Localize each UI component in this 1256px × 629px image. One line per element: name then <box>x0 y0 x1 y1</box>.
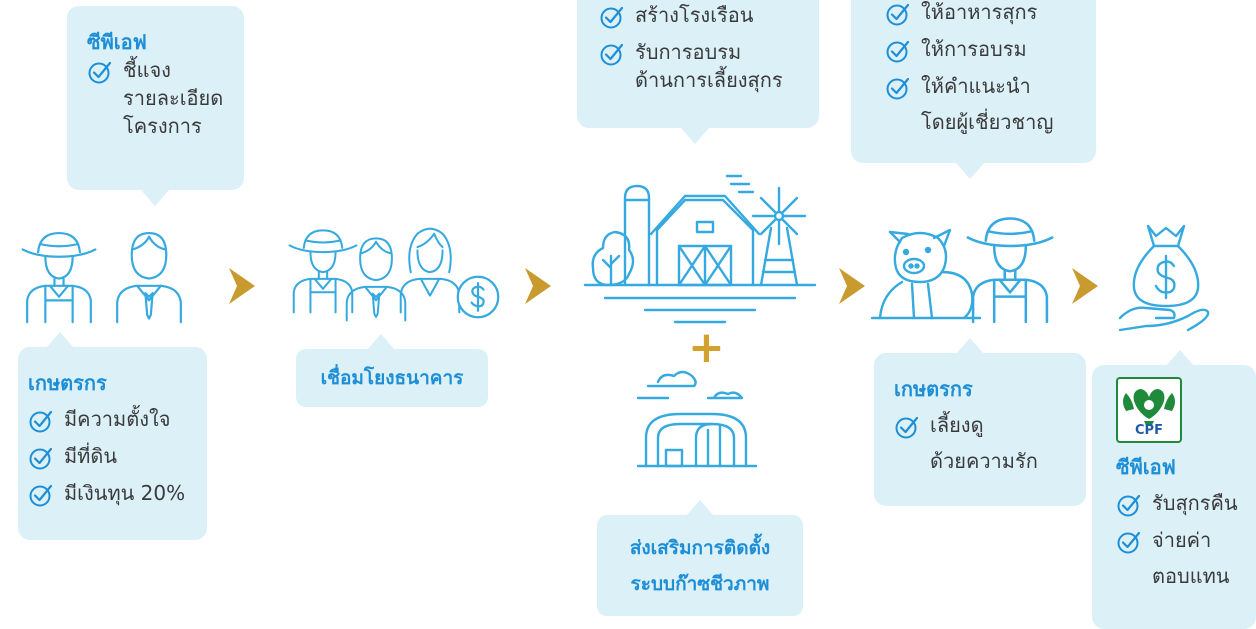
farm-barn-icon <box>583 174 817 324</box>
biogas-line2: ระบบก๊าซชีวภาพ <box>630 572 770 595</box>
money-bag-icon <box>1118 224 1210 332</box>
item-text: มีความตั้งใจ <box>64 407 171 431</box>
farm-tasks-box: สร้างโรงเรือน รับการอบรม ด้านการเลี้ยงสุ… <box>577 0 819 128</box>
cpf-logo-text: CPF <box>1135 423 1163 438</box>
callout-tail <box>1166 350 1194 366</box>
item-text: ตอบแทน <box>1152 564 1230 588</box>
cpf-logo-emblem <box>1123 389 1175 425</box>
callout-tail <box>956 163 984 179</box>
check-circle-icon <box>28 445 54 471</box>
item-text: โครงการ <box>123 114 202 138</box>
plus-symbol: + <box>688 322 725 373</box>
check-item: ให้อาหารสุกร <box>885 0 1096 27</box>
check-circle-icon <box>28 482 54 508</box>
check-circle-icon <box>885 38 911 64</box>
biogas-label: ส่งเสริมการติดตั้ง ระบบก๊าซชีวภาพ <box>597 515 803 616</box>
check-item: รับการอบรม ด้านการเลี้ยงสุกร <box>599 38 819 94</box>
farmer-icon <box>962 208 1058 324</box>
arrow-right-icon <box>229 268 255 304</box>
check-item: เลี้ยงดู ด้วยความรัก <box>894 411 1086 475</box>
farmer-icon <box>18 224 100 324</box>
item-text: มีเงินทุน 20% <box>64 481 186 505</box>
check-item: ชี้แจง รายละเอียด โครงการ <box>87 56 244 140</box>
arrow-right-icon <box>525 268 551 304</box>
item-text: จ่ายค่า <box>1152 528 1212 552</box>
cpf-support-box: ให้อาหารสุกร ให้การอบรม ให้คำแนะนำ โดยผู… <box>851 0 1096 163</box>
cpf-return-box: CPF ซีพีเอฟ รับสุกรคืน จ่ายค่า ตอบแทน <box>1092 365 1256 629</box>
check-circle-icon <box>599 4 625 30</box>
arrow-right-icon <box>1072 268 1098 304</box>
cpf-logo: CPF <box>1116 377 1182 443</box>
callout-tail <box>141 190 169 206</box>
check-item: มีความตั้งใจ <box>28 405 207 434</box>
check-item: มีที่ดิน <box>28 442 207 471</box>
hand-icon <box>1118 306 1210 332</box>
item-text: ด้วยความรัก <box>930 449 1038 473</box>
check-circle-icon <box>87 59 113 85</box>
bank-link-label: เชื่อมโยงธนาคาร <box>296 349 488 407</box>
dollar-coin-icon <box>455 274 501 320</box>
item-text: ให้การอบรม <box>921 37 1027 61</box>
check-item: ให้คำแนะนำ โดยผู้เชี่ยวชาญ <box>885 72 1096 136</box>
item-text: สร้างโรงเรือน <box>635 3 754 27</box>
item-text: รับการอบรม <box>635 40 742 64</box>
farmer-heading: เกษตรกร <box>894 377 973 401</box>
check-circle-icon <box>885 75 911 101</box>
callout-tail <box>46 332 74 348</box>
item-text: รับสุกรคืน <box>1152 491 1238 515</box>
check-circle-icon <box>885 1 911 27</box>
greenhouse-icon <box>636 370 758 468</box>
farmer-heading: เกษตรกร <box>28 371 107 395</box>
farmer-raise-box: เกษตรกร เลี้ยงดู ด้วยความรัก <box>874 353 1086 506</box>
callout-tail <box>681 128 709 144</box>
pig-icon <box>870 228 982 320</box>
cpf-heading: ซีพีเอฟ <box>87 30 147 54</box>
check-item: ให้การอบรม <box>885 35 1096 64</box>
businessman-icon <box>108 224 190 324</box>
item-text: ให้อาหารสุกร <box>921 0 1038 24</box>
cpf-heading: ซีพีเอฟ <box>1116 455 1176 479</box>
callout-tail <box>686 500 714 516</box>
item-text: โดยผู้เชี่ยวชาญ <box>921 110 1054 134</box>
item-text: ด้านการเลี้ยงสุกร <box>635 68 783 92</box>
item-text: รายละเอียด <box>123 86 224 110</box>
item-text: ให้คำแนะนำ <box>921 74 1031 98</box>
check-item: มีเงินทุน 20% <box>28 479 207 508</box>
check-item: สร้างโรงเรือน <box>599 1 819 30</box>
item-text: มีที่ดิน <box>64 444 118 468</box>
check-circle-icon <box>1116 492 1142 518</box>
callout-tail <box>367 334 395 350</box>
check-item: รับสุกรคืน <box>1116 489 1256 518</box>
callout-tail <box>956 338 984 354</box>
windmill-icon <box>751 186 807 287</box>
silo-icon <box>623 184 651 287</box>
check-item: จ่ายค่า ตอบแทน <box>1116 526 1256 590</box>
check-circle-icon <box>1116 529 1142 555</box>
check-circle-icon <box>894 414 920 440</box>
biogas-line1: ส่งเสริมการติดตั้ง <box>629 536 771 559</box>
arrow-right-icon <box>839 268 865 304</box>
cpf-explain-box: ซีพีเอฟ ชี้แจง รายละเอียด โครงการ <box>67 6 244 190</box>
check-circle-icon <box>28 408 54 434</box>
item-text: ชี้แจง <box>123 58 171 82</box>
item-text: เลี้ยงดู <box>930 413 984 437</box>
farmer-requirements-box: เกษตรกร มีความตั้งใจ มีที่ดิน มีเงินทุน … <box>18 347 207 540</box>
check-circle-icon <box>599 41 625 67</box>
